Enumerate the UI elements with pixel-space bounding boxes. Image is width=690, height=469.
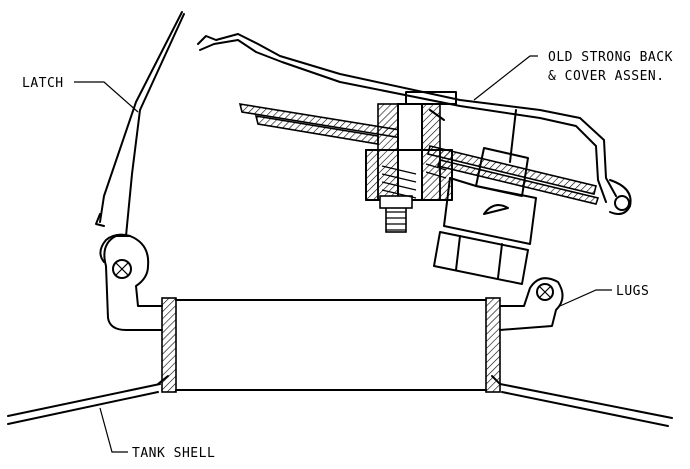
hand-knob (433, 109, 537, 285)
latch (95, 11, 185, 263)
cover-plate (238, 103, 600, 205)
center-bolt-assembly (365, 91, 457, 233)
threaded-rod (379, 195, 413, 233)
tank-shell (7, 375, 673, 427)
pin-icon (614, 195, 630, 211)
label-strongback-line1: OLD STRONG BACK (548, 50, 673, 65)
label-tank-shell: TANK SHELL (132, 446, 215, 461)
leaders (74, 55, 612, 453)
nozzle (161, 297, 501, 393)
label-latch: LATCH (22, 76, 64, 91)
label-lugs: LUGS (616, 284, 649, 299)
right-lug (499, 277, 564, 331)
left-lug (103, 235, 163, 331)
spring-coils (381, 163, 447, 199)
label-strongback-line2: & COVER ASSEN. (548, 69, 665, 84)
strongback (197, 33, 632, 215)
